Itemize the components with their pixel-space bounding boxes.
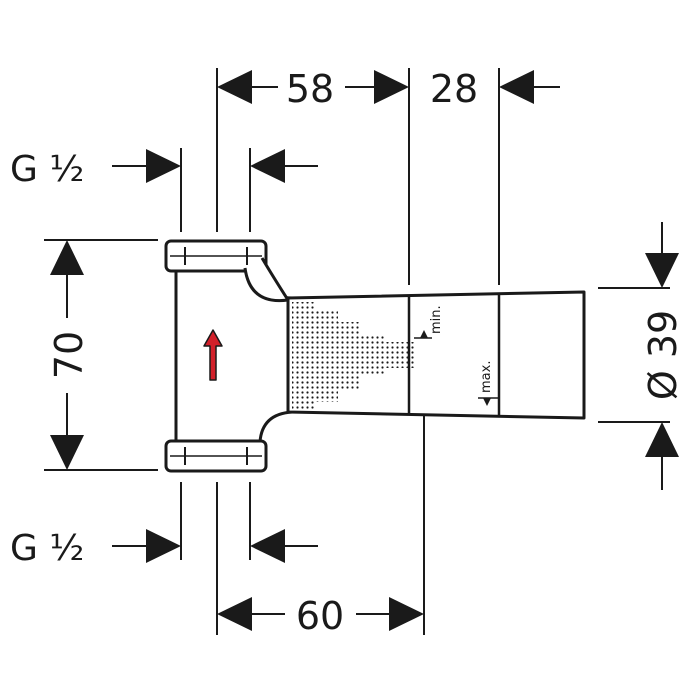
thread-bottom: G ½ xyxy=(10,528,318,569)
flow-direction-arrow xyxy=(203,329,223,381)
dimension-58: 58 xyxy=(217,67,409,111)
cartridge-internals xyxy=(292,302,414,410)
min-annotation: min. xyxy=(414,305,444,339)
dimension-60-label: 60 xyxy=(296,594,344,638)
thread-top-label: G ½ xyxy=(10,149,84,190)
min-label: min. xyxy=(429,305,444,334)
thread-bottom-label: G ½ xyxy=(10,528,84,569)
dimension-28: 28 xyxy=(430,67,560,111)
dimension-58-label: 58 xyxy=(286,67,334,111)
thread-top: G ½ xyxy=(10,149,318,190)
dimension-70-label: 70 xyxy=(47,331,91,379)
max-annotation: max. xyxy=(478,361,498,406)
max-label: max. xyxy=(479,361,494,393)
dimension-70: 70 xyxy=(47,240,91,470)
valve-body xyxy=(164,239,586,473)
extension-lines xyxy=(44,68,670,635)
dimension-28-label: 28 xyxy=(430,67,478,111)
dimension-diameter-39-label: Ø 39 xyxy=(641,310,685,400)
dimension-diameter-39: Ø 39 xyxy=(641,222,685,490)
dimension-60: 60 xyxy=(217,594,424,638)
